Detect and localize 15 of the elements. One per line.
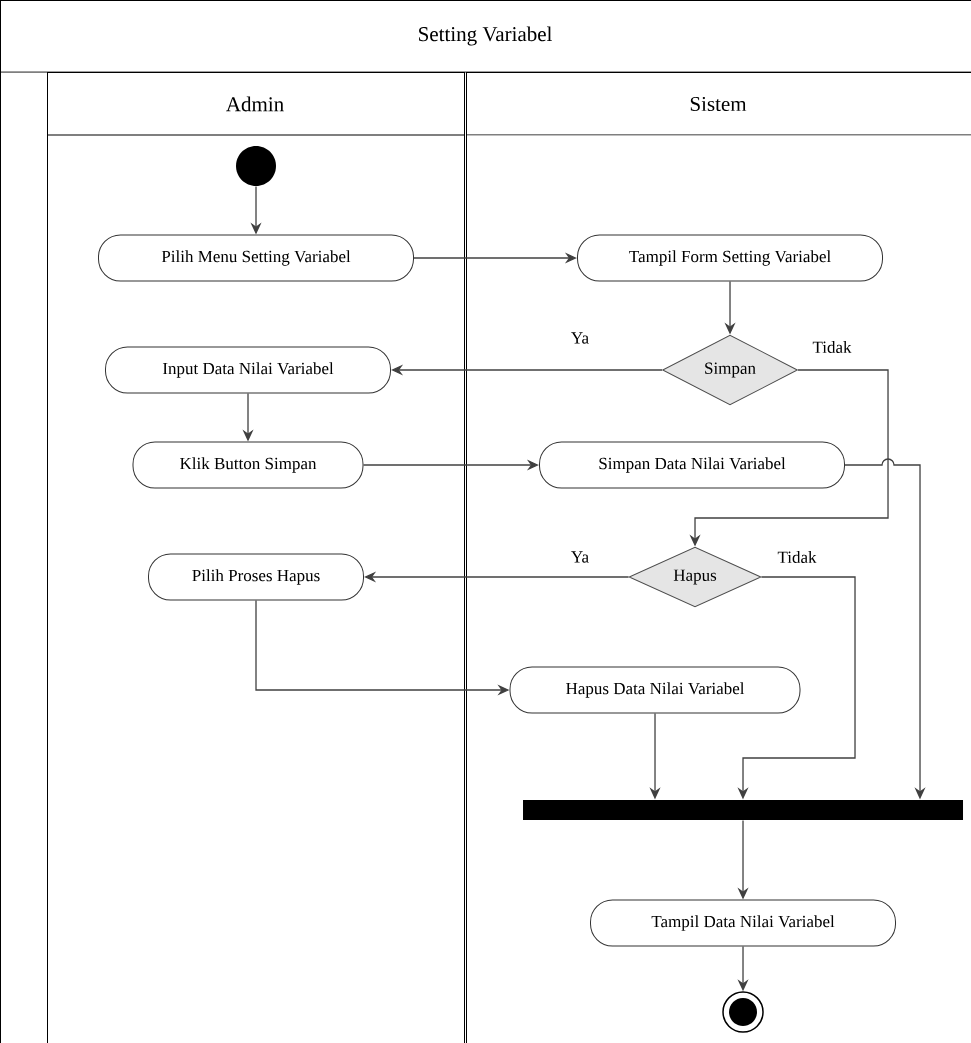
action-box: Hapus Data Nilai Variabel — [509, 666, 801, 714]
join-bar — [523, 800, 963, 820]
edge-label: Tidak — [811, 340, 853, 354]
initial-node — [236, 146, 276, 186]
edge-label: Ya — [569, 331, 591, 345]
action-box: Pilih Menu Setting Variabel — [98, 234, 414, 282]
final-node — [722, 991, 764, 1033]
edge-label: Tidak — [776, 550, 818, 564]
edge-label: Ya — [569, 550, 591, 564]
action-box: Klik Button Simpan — [132, 441, 364, 489]
action-box: Tampil Form Setting Variabel — [577, 234, 883, 282]
action-box: Tampil Data Nilai Variabel — [590, 899, 896, 947]
action-box: Input Data Nilai Variabel — [105, 346, 391, 394]
action-box: Simpan Data Nilai Variabel — [539, 441, 845, 489]
action-box: Pilih Proses Hapus — [148, 553, 364, 601]
